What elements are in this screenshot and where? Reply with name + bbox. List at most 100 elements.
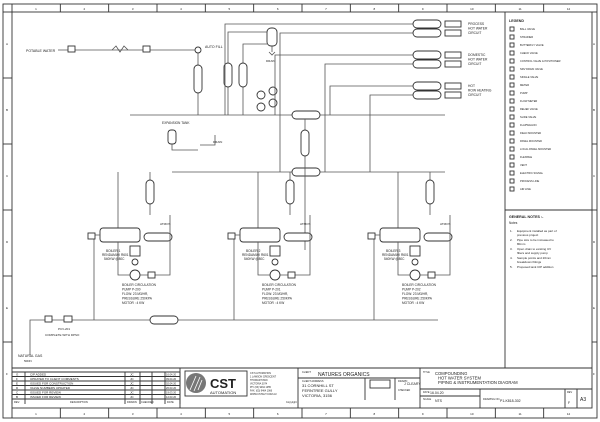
temperature-gauge-icon [256, 102, 266, 112]
pump-icon[interactable] [269, 269, 281, 281]
gas-valve-icon[interactable] [87, 232, 96, 240]
pump-spec: MOTOR : 4 KW [122, 301, 144, 305]
flow-arrow-icon [444, 20, 462, 28]
zone-label: F [6, 372, 8, 376]
svg-text:JC: JC [130, 377, 135, 381]
note-text: Pipe size to be increased to [517, 238, 554, 242]
legend-symbol-icon [509, 130, 515, 136]
scale-label: SCALE [423, 398, 432, 401]
zone-label: 11 [519, 412, 522, 416]
legend-label: AIR LINE [520, 187, 531, 191]
potable-water-label: POTABLE WATER [26, 49, 56, 53]
svg-text:C: C [16, 391, 19, 395]
drawing-title-line: HOT WATER SYSTEM [438, 376, 481, 381]
check-valve-icon[interactable] [111, 45, 129, 53]
legend-symbol-icon [509, 42, 515, 48]
zone-label: 2 [84, 7, 86, 11]
line-tag [300, 129, 310, 157]
boiler-name: BOILER 1 [106, 249, 121, 253]
gas-valve-icon[interactable] [367, 232, 376, 240]
zone-label: 5 [229, 412, 231, 416]
boiler-icon[interactable] [99, 227, 141, 243]
line-tag [412, 19, 442, 29]
gas-valve-icon[interactable] [227, 232, 236, 240]
pressure-control-valve-icon[interactable] [63, 315, 73, 323]
ball-valve-icon[interactable] [287, 271, 296, 279]
zone-label: E [6, 306, 8, 310]
note-text: Proposed tank CIP addition [517, 265, 554, 269]
pump-spec: PUMP P-200 [122, 288, 141, 292]
zone-label: 7 [325, 412, 327, 416]
legend-label: FLOW METER [520, 99, 537, 103]
zone-label: 5 [229, 7, 231, 11]
ball-valve-icon[interactable] [427, 271, 436, 279]
legend-item: BUTTERFLY VALVE [509, 42, 544, 48]
legend-symbol-icon [509, 98, 515, 104]
ball-valve-icon[interactable] [67, 45, 76, 53]
svg-text:D: D [16, 386, 19, 390]
company-address-line: THOMASTOWN [250, 379, 268, 382]
svg-text:12.03.20: 12.03.20 [166, 395, 177, 399]
company-address-line: VICTORIA 3074 [250, 383, 268, 386]
pump-icon[interactable] [409, 269, 421, 281]
legend-symbol-icon [509, 138, 515, 144]
pump-icon[interactable] [129, 269, 141, 281]
legend-symbol-icon [509, 154, 515, 160]
ball-valve-icon[interactable] [147, 271, 156, 279]
svg-text:E: E [16, 382, 18, 386]
boiler-icon[interactable] [239, 227, 281, 243]
notes-list: 1.Equipment installed as part ofprevious… [510, 229, 557, 269]
auto-fill-valve-icon[interactable] [194, 46, 202, 54]
boiler-model: RENDAMAX R601 [102, 253, 129, 257]
ball-valve-icon[interactable] [142, 45, 151, 53]
ball-valve-icon[interactable] [44, 315, 53, 323]
revision-header: DRAWN [127, 400, 137, 404]
pump-spec: FLOW: 23 M3/HR, [402, 292, 428, 296]
pump-spec: PUMP P-202 [402, 288, 421, 292]
svg-text:CIP ADDED: CIP ADDED [30, 373, 47, 377]
flow-arrow-icon [444, 82, 462, 90]
legend-title: LEGEND [509, 19, 524, 23]
legend-item: STRAINER [509, 34, 533, 40]
circuit-label: CIRCUIT [468, 31, 481, 35]
boiler-rating: 540KW @80C [384, 257, 405, 261]
note-text: 80mm [517, 242, 526, 246]
title-label: TITLE [423, 371, 430, 374]
drawn-label: DRAWN [398, 380, 408, 383]
svg-text:26.03.20: 26.03.20 [166, 386, 177, 390]
vsd-icon [129, 245, 141, 257]
zone-label: C [593, 174, 596, 178]
svg-text:JC: JC [130, 373, 135, 377]
drawing-date: 16.04.20 [430, 391, 444, 395]
drawing-title-line: COMPOUNDING [435, 371, 467, 376]
legend-symbol-icon [509, 90, 515, 96]
legend-item: AIR LINE [509, 186, 531, 192]
circuit-label: HOT WATER [468, 27, 488, 31]
legend-item: PUMP [509, 90, 528, 96]
revision-header: CHECKED [141, 400, 154, 404]
legend-label: LOCAL PANEL MOUNTED [520, 147, 551, 151]
outer-border [2, 3, 598, 419]
zone-label: 1 [35, 7, 37, 11]
legend-label: PANEL MOUNTED [520, 139, 542, 143]
legend-symbol-icon [509, 106, 515, 112]
svg-text:5.: 5. [510, 265, 513, 269]
gas-header [29, 319, 438, 355]
legend-symbol-icon [509, 82, 515, 88]
zone-label: 7 [325, 7, 327, 11]
legend-label: FLAPWAGON [520, 123, 537, 127]
circuit-label: PROCESS [468, 22, 485, 26]
boiler-icon[interactable] [379, 227, 421, 243]
flow-arrow-icon [444, 91, 462, 99]
temperature-gauge-icon [268, 98, 278, 108]
pump-spec: PUMP P-201 [262, 288, 281, 292]
